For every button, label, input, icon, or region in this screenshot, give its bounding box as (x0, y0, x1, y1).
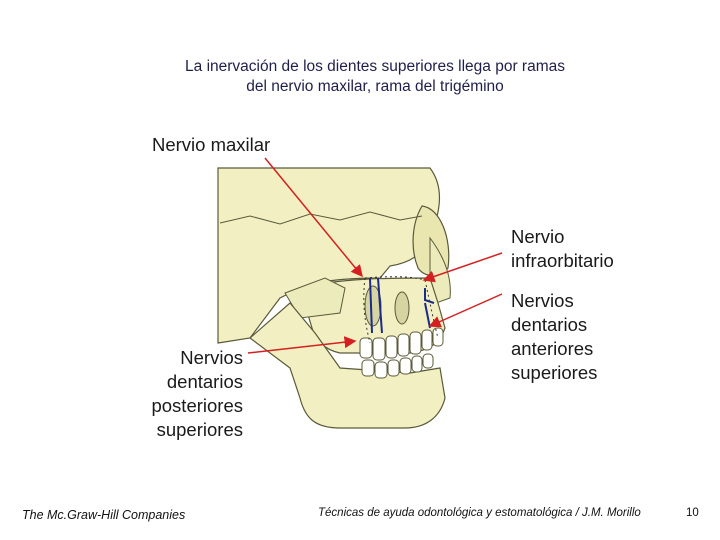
label-nervios-dentarios-anteriores: Nervios dentarios anteriores superiores (511, 289, 597, 385)
label-anteriores-line-1: Nervios (511, 290, 574, 311)
slide-title: La inervación de los dientes superiores … (110, 57, 640, 97)
label-posteriores-line-2: dentarios (166, 371, 243, 392)
label-posteriores-line-1: Nervios (180, 347, 243, 368)
label-infra-line-2: infraorbitario (511, 250, 614, 271)
label-nervio-maxilar: Nervio maxilar (152, 133, 270, 157)
arrow-anteriores (428, 293, 503, 328)
nerve-dotted-course (363, 276, 439, 344)
skull-nerve-diagram: Nervio maxilar Nervio infraorbitario Ner… (140, 128, 640, 448)
lower-teeth (361, 353, 434, 379)
upper-teeth (359, 327, 444, 361)
skull-nasal (429, 236, 451, 304)
label-posteriores-line-3: posteriores (151, 395, 243, 416)
skull-illustration (217, 157, 503, 429)
label-nervios-dentarios-posteriores: Nervios dentarios posteriores superiores (143, 346, 243, 442)
page-number: 10 (686, 507, 699, 519)
slide-title-line-1: La inervación de los dientes superiores … (185, 58, 565, 75)
nerve-branches (369, 277, 435, 334)
label-anteriores-line-3: anteriores (511, 338, 594, 359)
maxillary-sinus-right (394, 291, 410, 325)
label-anteriores-line-2: dentarios (511, 314, 588, 335)
skull-mandible (249, 302, 446, 429)
label-nervio-infraorbitario: Nervio infraorbitario (511, 225, 614, 273)
label-posteriores-line-4: superiores (156, 419, 243, 440)
arrow-posteriores (247, 336, 357, 354)
arrow-nervio-maxilar (264, 157, 363, 278)
label-anteriores-line-4: superiores (511, 362, 598, 383)
footer-course: Técnicas de ayuda odontológica y estomat… (318, 507, 641, 519)
label-infra-line-1: Nervio (511, 226, 565, 247)
arrow-infraorbitario (422, 252, 503, 283)
slide-title-line-2: del nervio maxilar, rama del trigémino (246, 78, 504, 95)
label-nervio-maxilar-text: Nervio maxilar (152, 134, 271, 155)
footer-publisher: The Mc.Graw-Hill Companies (22, 508, 186, 522)
skull-suture (219, 211, 423, 225)
